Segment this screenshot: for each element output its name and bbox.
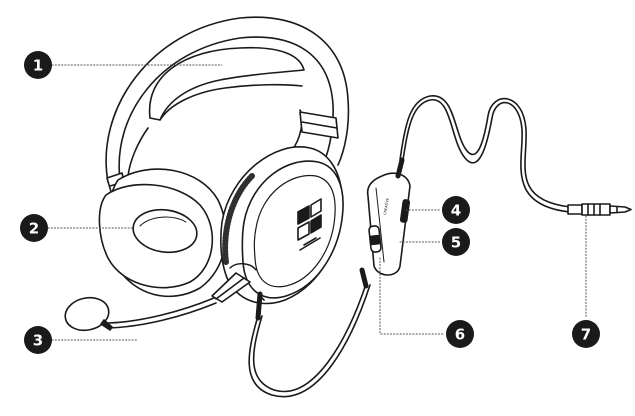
microphone-boom xyxy=(64,272,251,332)
callout-2: 2 xyxy=(20,214,48,242)
headset-cable xyxy=(248,283,371,398)
control-brand-text: CREATIVE xyxy=(383,198,390,215)
leader-lines xyxy=(47,64,587,341)
right-slider xyxy=(299,111,339,139)
inline-control: CREATIVE xyxy=(359,157,411,289)
callout-6: 6 xyxy=(446,320,474,348)
callout-7: 7 xyxy=(572,320,600,348)
callout-7-label: 7 xyxy=(581,326,591,344)
callout-6-label: 6 xyxy=(455,326,465,344)
callout-2-label: 2 xyxy=(29,220,39,238)
callout-4-label: 4 xyxy=(451,202,461,220)
volume-wheel xyxy=(399,199,411,223)
callout-1: 1 xyxy=(24,51,52,79)
callout-1-label: 1 xyxy=(33,57,43,75)
callout-3: 3 xyxy=(24,326,52,354)
callout-4: 4 xyxy=(442,196,470,224)
creative-logo-icon xyxy=(297,198,322,251)
callout-5-label: 5 xyxy=(451,234,461,252)
left-ear-cup xyxy=(98,168,227,298)
audio-plug xyxy=(567,203,632,216)
right-ear-cup xyxy=(219,146,344,305)
leader-line-6 xyxy=(379,257,445,335)
mic-foam xyxy=(64,296,110,332)
plug-cable xyxy=(399,95,571,213)
callout-5: 5 xyxy=(442,228,470,256)
callout-3-label: 3 xyxy=(33,332,43,350)
